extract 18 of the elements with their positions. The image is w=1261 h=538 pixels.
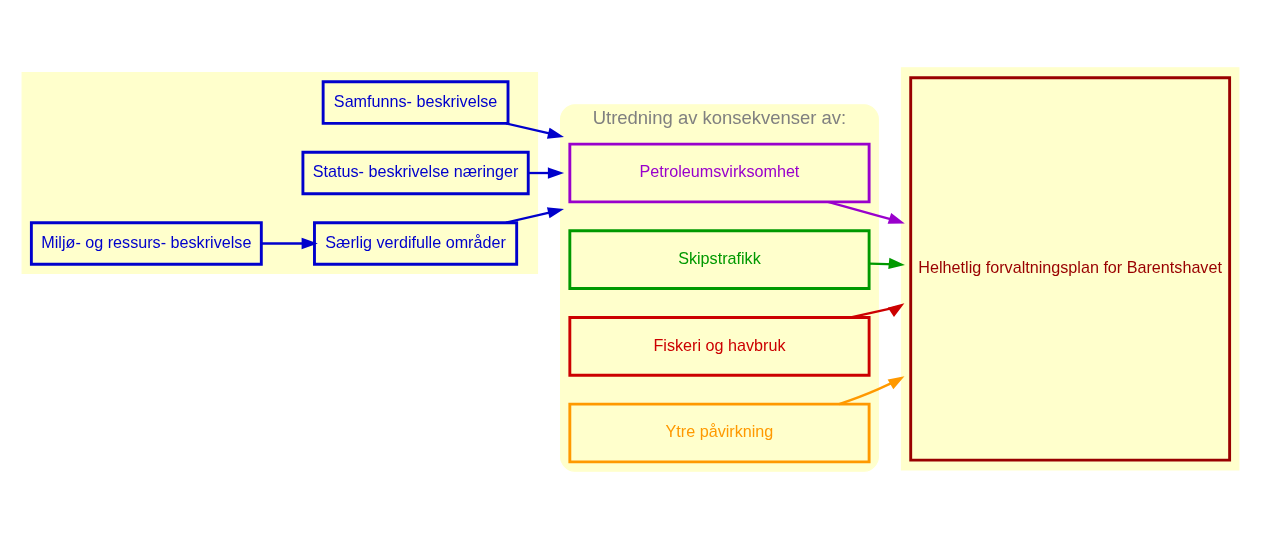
- arrow: [850, 302, 905, 319]
- arrow: [505, 206, 564, 224]
- arrow: [838, 375, 905, 405]
- node-box: Skipstrafikk: [568, 228, 871, 290]
- node-box: Petroleumsvirksomhet: [568, 142, 871, 203]
- arrow: [827, 200, 905, 224]
- node-box: Samfunns- beskrivelse: [321, 79, 510, 125]
- arrow: [869, 257, 905, 269]
- node-box: Status- beskrivelse næringer: [301, 150, 530, 195]
- node-box: Fiskeri og havbruk: [568, 315, 871, 377]
- node-box: Ytre påvirkning: [568, 402, 871, 463]
- arrow: [261, 237, 318, 249]
- node-box: Særlig verdifulle områder: [313, 220, 519, 266]
- node-box: Miljø- og ressurs- beskrivelse: [29, 220, 263, 266]
- arrow: [505, 121, 564, 139]
- cluster: [21, 71, 539, 274]
- arrow: [528, 166, 565, 179]
- node-box: Helhetlig forvaltningsplan for Barentshavet: [909, 75, 1232, 462]
